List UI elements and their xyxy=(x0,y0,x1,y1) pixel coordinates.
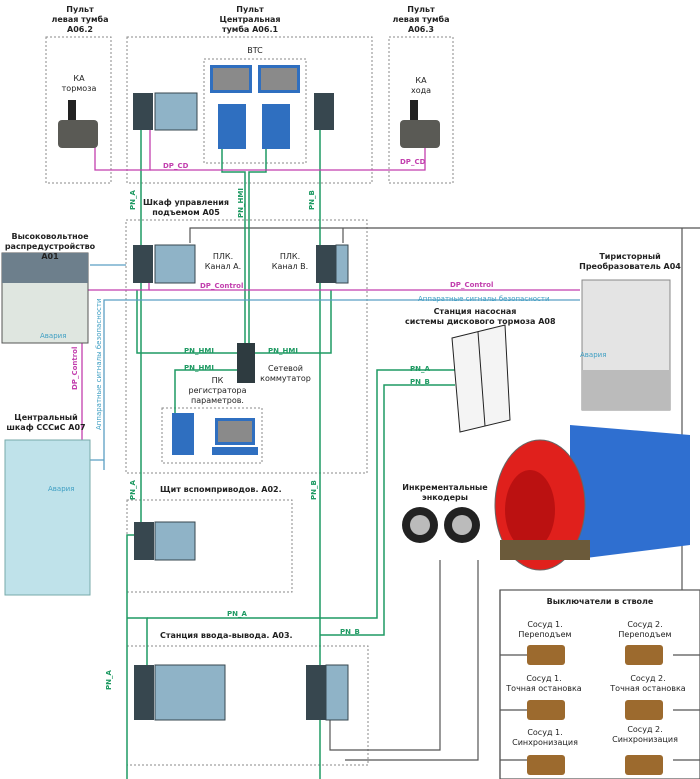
brake-joystick-label: КА тормоза xyxy=(61,74,97,93)
a02-title: Щит вспомприводов. А02. xyxy=(160,485,282,494)
a07-title: Центральный шкаф СССиС А07 xyxy=(6,413,86,432)
a04-title: Тиристорный Преобразователь А04 xyxy=(579,252,681,271)
pn-a-label: PN_A xyxy=(129,190,137,210)
joystick-travel xyxy=(400,100,440,148)
switch-label: Сосуд 1. Точная остановка xyxy=(506,674,582,693)
switch-label: Сосуд 1. Переподъем xyxy=(518,620,572,639)
hoist-motor xyxy=(494,425,690,571)
switch-label: Сосуд 2. Синхронизация xyxy=(612,725,678,744)
box-a05 xyxy=(125,219,368,474)
box-a06-3 xyxy=(388,36,454,184)
thyristor-converter-a04 xyxy=(581,279,671,411)
plc-modules xyxy=(133,92,349,721)
a07-alarm: Авария xyxy=(48,485,75,493)
a01-alarm: Авария xyxy=(40,332,67,340)
plc-a03-a xyxy=(134,664,226,721)
box-pc xyxy=(161,407,263,464)
encoders-title: Инкрементальные энкодеры xyxy=(402,483,488,502)
network-switch xyxy=(237,343,255,383)
pc-icons xyxy=(172,65,300,455)
hv-switchgear-a01 xyxy=(1,252,89,344)
pc-recorder-label: ПК регистратора параметров. xyxy=(188,376,247,405)
pn-hmi-label-4: PN_HMI xyxy=(184,364,214,372)
a03-title: Станция ввода-вывода. А03. xyxy=(160,631,293,640)
encoders xyxy=(402,507,480,543)
dp-cd-label-2: DP_CD xyxy=(400,158,426,166)
pn-b-label-4: PN_B xyxy=(340,628,360,636)
box-btc xyxy=(203,58,307,164)
a01-title: Высоковольтное распредустройство A01 xyxy=(4,232,96,261)
plc-b-a06-1 xyxy=(314,93,334,130)
pn-a-label-5: PN_A xyxy=(105,670,113,690)
pn-a-label-4: PN_A xyxy=(227,610,247,618)
pn-hmi-label: PN_HMI xyxy=(237,188,245,218)
pn-b-label-3: PN_B xyxy=(310,480,318,500)
shaft-switch-icons xyxy=(527,645,663,775)
safety-signals-label: Аппаратные сигналы безопасности xyxy=(418,295,550,303)
dp-control-label: DP_Control xyxy=(200,282,244,290)
a08-title: Станция насосная системы дискового тормо… xyxy=(405,307,556,326)
pn-a-label-2: PN_A xyxy=(410,365,430,373)
a06-2-title: Пульт левая тумба A06.2 xyxy=(51,5,109,34)
plc-channel-b xyxy=(316,244,349,284)
plc-b-label: ПЛК. Канал В. xyxy=(271,252,309,271)
network-switch-label: Сетевой коммутатор xyxy=(260,364,311,383)
plc-channel-a xyxy=(133,244,196,284)
plc-a02 xyxy=(134,521,196,561)
a04-alarm: Авария xyxy=(580,351,607,359)
plc-a06-1 xyxy=(133,92,198,131)
switch-label: Сосуд 2. Переподъем xyxy=(618,620,672,639)
switch-label: Сосуд 2. Точная остановка xyxy=(610,674,686,693)
a06-1-title: Пульт Центральная тумба A06.1 xyxy=(219,5,281,34)
pn-b-label: PN_B xyxy=(308,190,316,210)
travel-joystick-label: КА хода xyxy=(410,76,432,95)
shaft-switches-title: Выключатели в стволе xyxy=(546,597,654,606)
safety-signals-vertical: Аппаратные сигналы безопасности xyxy=(95,298,103,430)
dp-control-vertical: DP_Control xyxy=(71,346,79,390)
pn-hmi-label-3: PN_HMI xyxy=(268,347,298,355)
switch-label: Сосуд 1. Синхронизация xyxy=(512,728,578,747)
plc-a03-b xyxy=(306,664,349,721)
btc-label: BTC xyxy=(247,46,263,55)
a06-3-title: Пульт левая тумба A06.3 xyxy=(392,5,450,34)
pn-a-label-3: PN_A xyxy=(129,480,137,500)
dp-control-label-2: DP_Control xyxy=(450,281,494,289)
pump-station-a08 xyxy=(451,324,511,433)
plc-a-label: ПЛК. Канал А. xyxy=(204,252,242,271)
dp-cd-label: DP_CD xyxy=(163,162,189,170)
equipment xyxy=(1,100,690,775)
pn-b-label-2: PN_B xyxy=(410,378,430,386)
joystick-brake xyxy=(58,100,98,148)
a05-title: Шкаф управления подъемом A05 xyxy=(143,198,229,217)
box-a06-2 xyxy=(45,36,112,184)
pn-hmi-label-2: PN_HMI xyxy=(184,347,214,355)
cabinet-a07 xyxy=(4,439,91,596)
box-shaft-switches xyxy=(499,589,700,779)
